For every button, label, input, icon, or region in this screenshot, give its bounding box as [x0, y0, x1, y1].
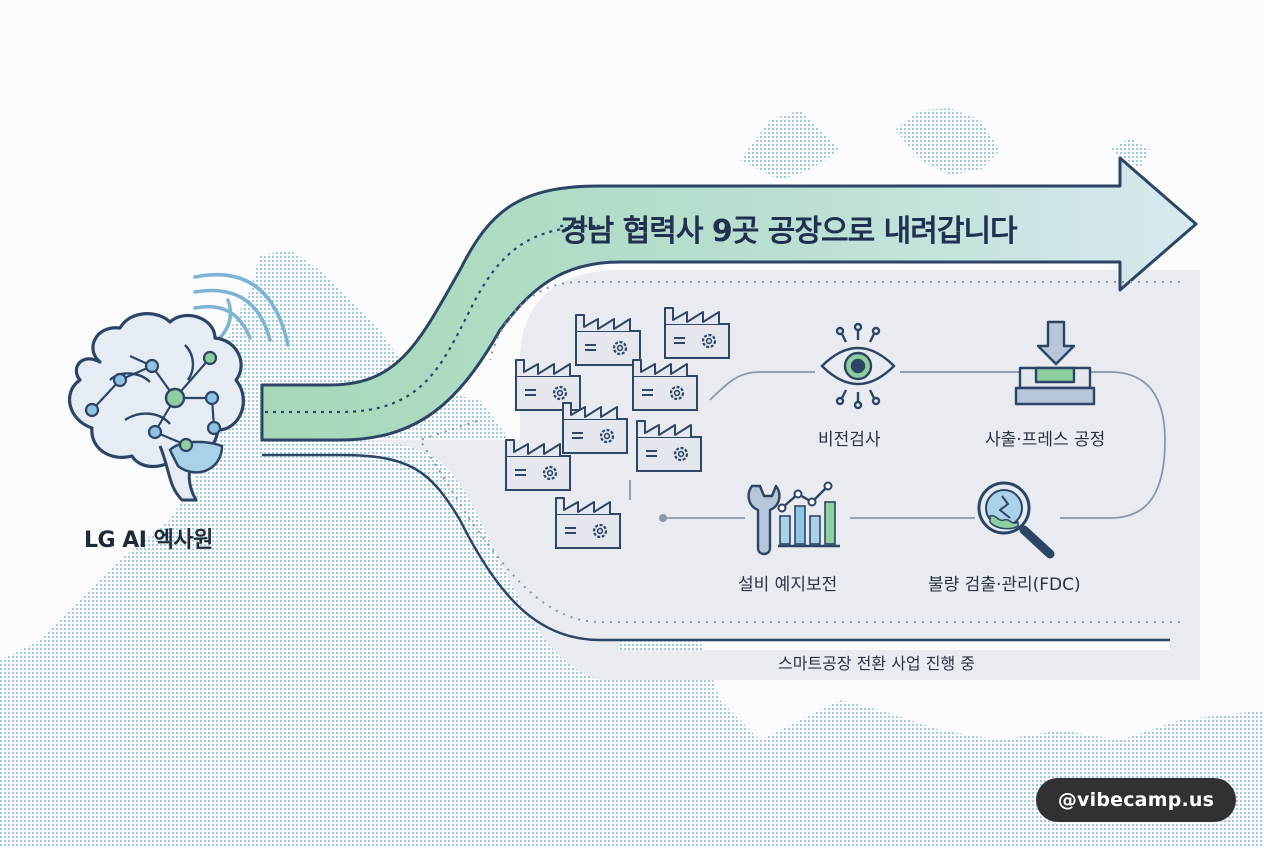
connector-dot — [659, 514, 667, 522]
flow-funnel — [262, 440, 1170, 680]
brain-network-icon — [68, 312, 245, 502]
watermark-badge: @vibecamp.us — [1036, 778, 1236, 822]
press-mold-icon — [1014, 320, 1096, 406]
flow-arrow — [260, 156, 1198, 442]
footer-note: 스마트공장 전환 사업 진행 중 — [778, 654, 975, 673]
magnifier-crack-icon — [977, 481, 1055, 559]
step-label-fdc: 불량 검출·관리(FDC) — [928, 575, 1081, 595]
wrench-icon — [747, 484, 781, 556]
brain-label: LG AI 엑사원 — [84, 528, 213, 553]
panel-dotted-frame — [418, 281, 1180, 623]
step-label-maintenance: 설비 예지보전 — [738, 575, 838, 595]
eye-circuit-icon — [820, 322, 896, 410]
step-label-vision: 비전검사 — [818, 430, 881, 450]
maintenance-icons — [747, 481, 840, 556]
arrow-title: 경남 협력사 9곳 공장으로 내려갑니다 — [560, 214, 1018, 249]
chart-icon — [777, 481, 840, 548]
signal-waves-icon — [193, 272, 290, 347]
step-label-press: 사출·프레스 공정 — [985, 430, 1106, 450]
process-connector — [629, 371, 1166, 519]
